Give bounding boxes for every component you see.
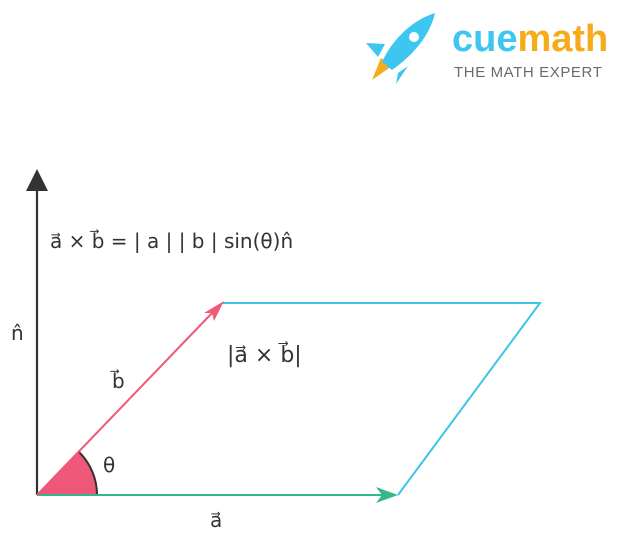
vector-b [36,301,224,496]
vector-b-label: b⃗ [110,368,125,393]
brand-cue: cue [452,18,517,60]
rocket-icon [366,13,435,84]
brand-math: math [517,18,608,60]
angle-theta-label: θ [103,453,115,477]
vector-a [37,487,398,503]
angle-theta-wedge [37,452,98,495]
normal-label: n̂ [11,321,24,345]
brand-tagline: THE MATH EXPERT [454,64,602,81]
area-magnitude-label: |a⃗ × b⃗| [227,341,302,368]
vector-a-label: a⃗ [210,508,222,532]
cuemath-logo: cuemath THE MATH EXPERT [366,13,608,84]
parallelogram-edge-top [222,302,542,496]
cross-product-formula: a⃗ × b⃗ = | a | | b | sin(θ)n̂ [50,228,293,253]
svg-text:cuemath: cuemath [452,18,608,60]
